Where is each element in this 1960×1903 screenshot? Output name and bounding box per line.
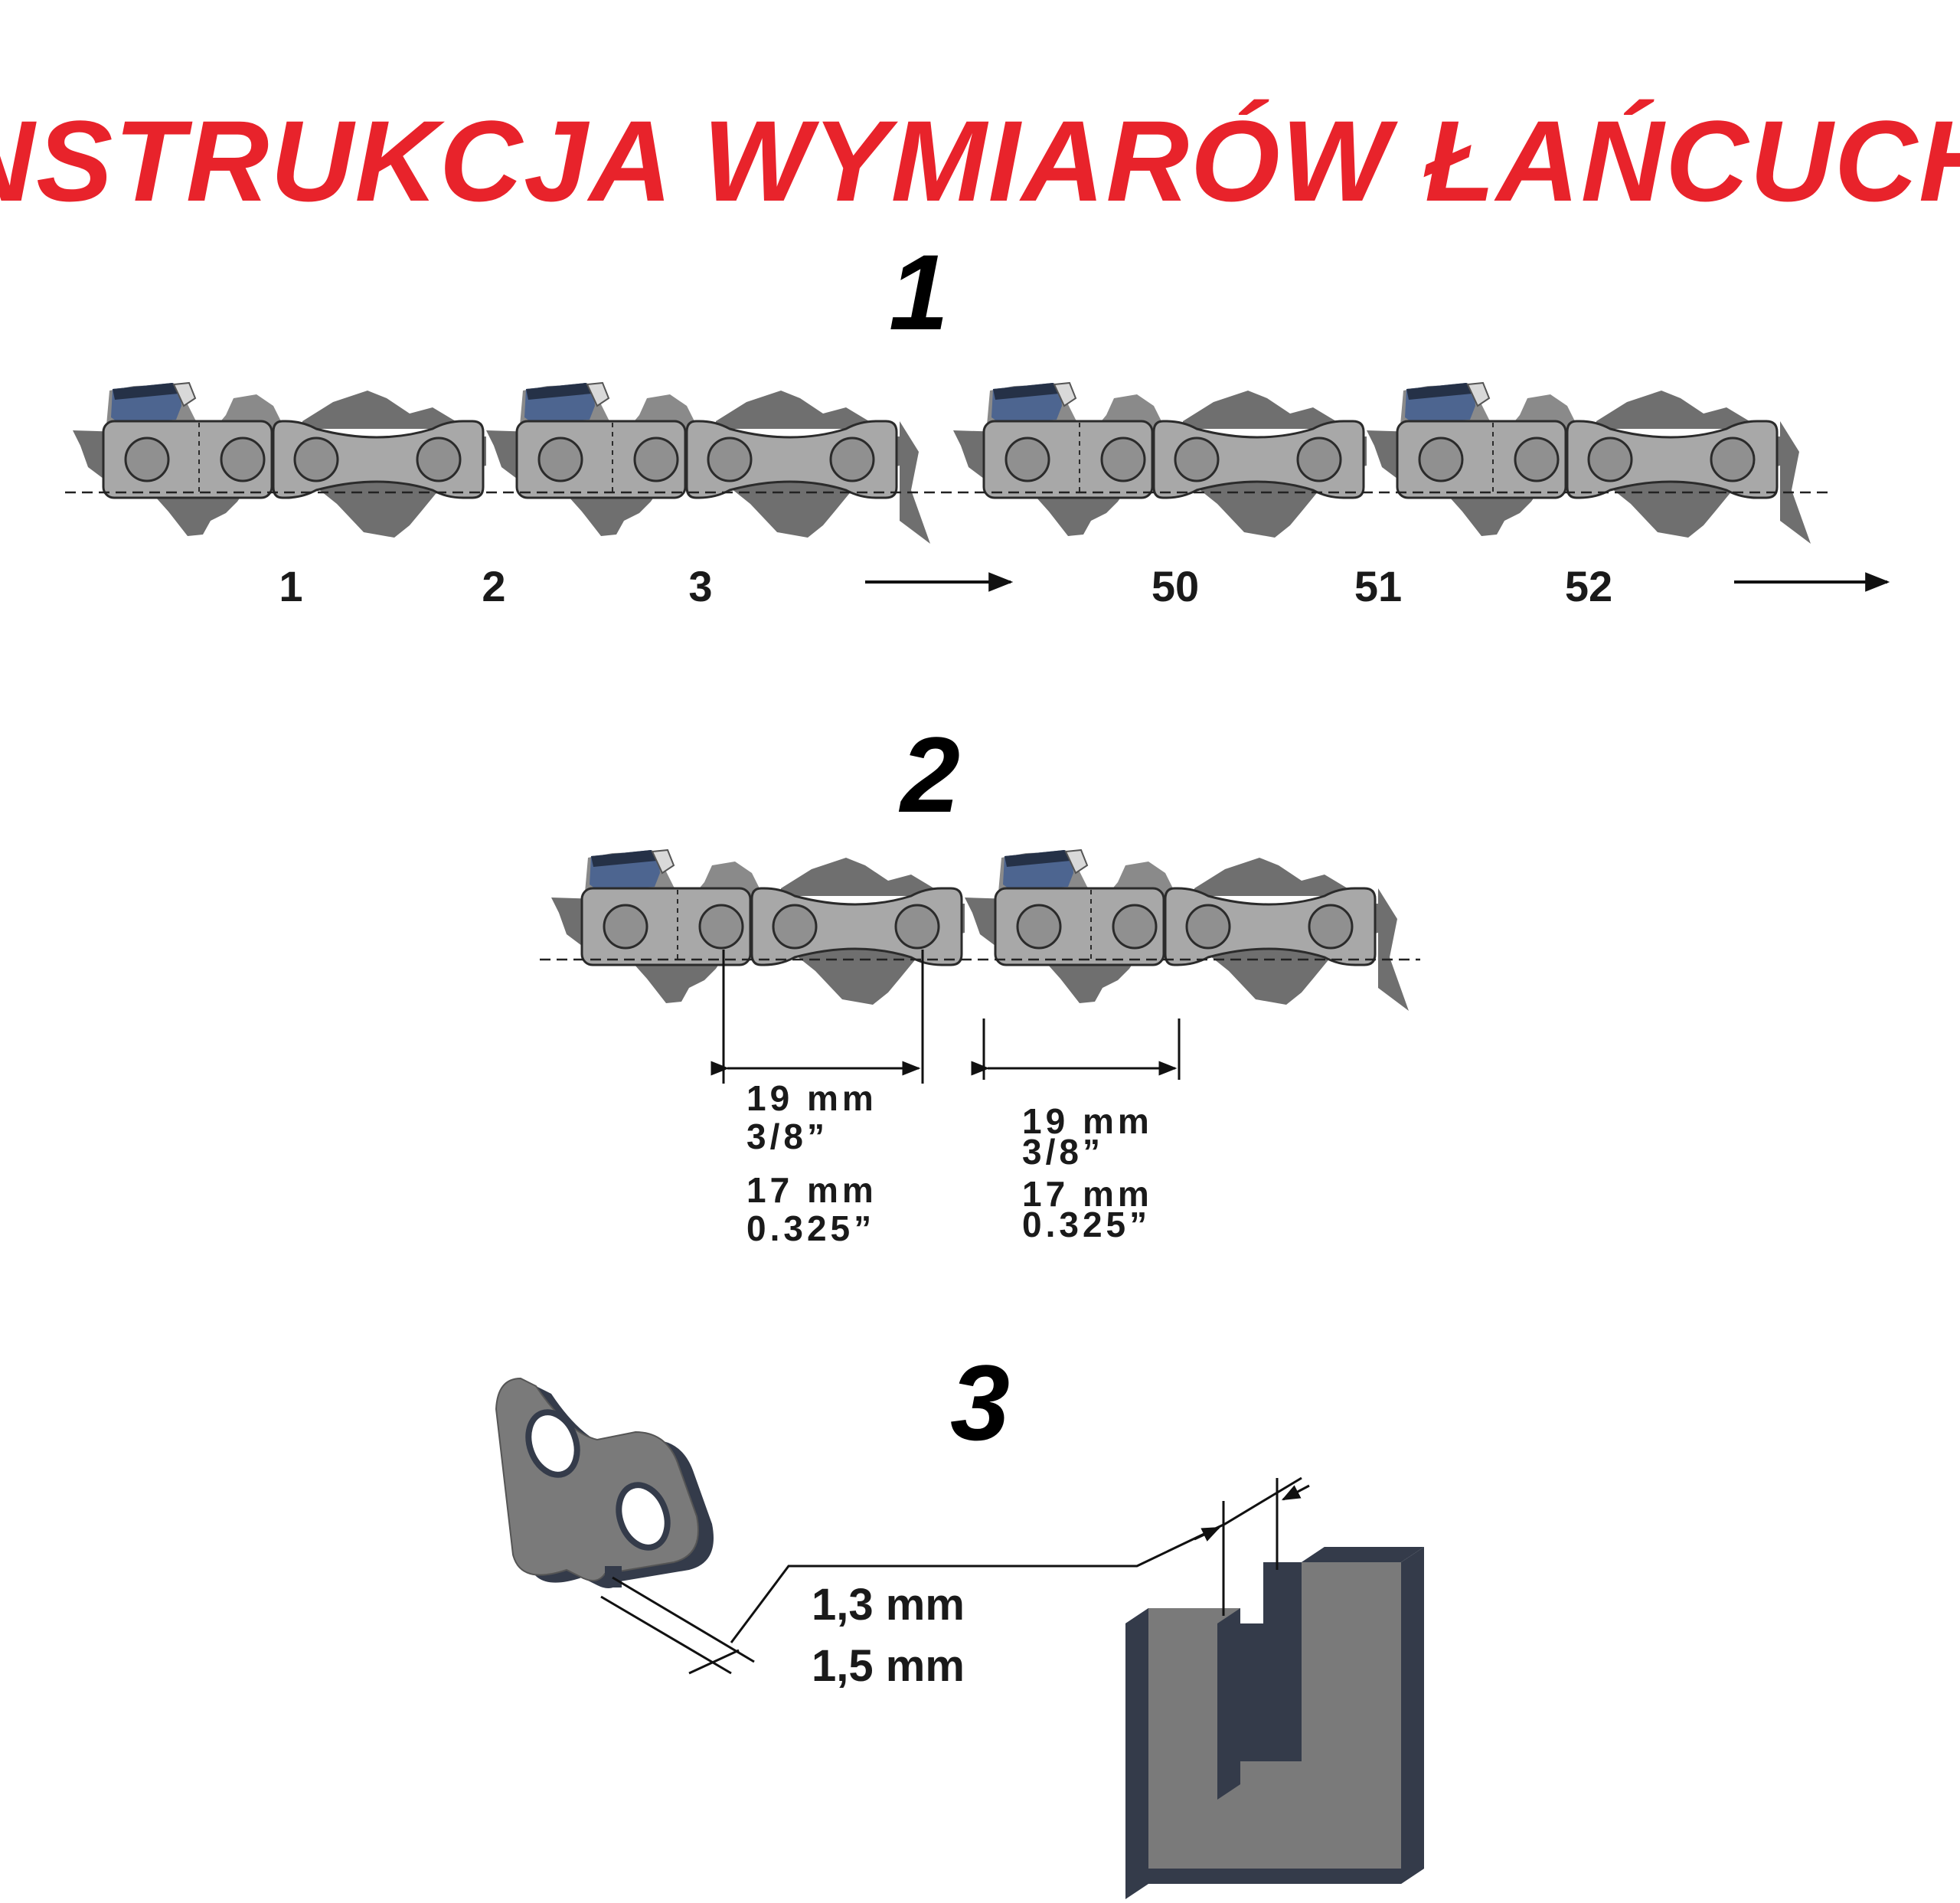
pitch-left-line4: 0.325” (746, 1208, 875, 1248)
section-2-number: 2 (898, 714, 960, 835)
chain-segment-left (71, 381, 930, 544)
gauge-line1: 1,3 mm (812, 1580, 965, 1630)
link-label-1: 1 (279, 562, 302, 610)
link-label-3: 3 (688, 562, 712, 610)
chain-segment-pitch (550, 849, 1409, 1011)
pitch-left-line3: 17 mm (746, 1170, 877, 1210)
pitch-left-line2: 3/8” (746, 1117, 828, 1156)
section-3: 3 (495, 1342, 1424, 1899)
pitch-left-line1: 19 mm (746, 1078, 877, 1118)
pitch-dimension-right (971, 1019, 1181, 1080)
pitch-right-line2: 3/8” (1022, 1132, 1104, 1172)
gauge-line2: 1,5 mm (812, 1641, 965, 1691)
pitch-dimension-left (710, 950, 924, 1084)
link-label-52: 52 (1565, 562, 1612, 610)
pitch-right-line3: 17 mm (1022, 1174, 1153, 1214)
chain-segment-right (952, 381, 1811, 544)
section-1: 1 1 2 3 50 51 52 (65, 232, 1890, 610)
pitch-right-line1: 19 mm (1022, 1101, 1153, 1141)
section-3-number: 3 (950, 1342, 1010, 1463)
guide-bar-groove (1125, 1547, 1424, 1899)
drive-link-plate (495, 1377, 714, 1588)
pitch-right-line4: 0.325” (1022, 1205, 1151, 1244)
link-label-2: 2 (482, 562, 505, 610)
section-1-number: 1 (889, 232, 949, 352)
link-label-50: 50 (1152, 562, 1199, 610)
section-2: 2 19 mm 3/8” 17 mm 0.325” 19 mm 3/8” 17 … (540, 714, 1420, 1248)
page-title: INSTRUKCJA WYMIARÓW ŁAŃCUCHA (0, 96, 1960, 225)
link-label-51: 51 (1354, 562, 1402, 610)
